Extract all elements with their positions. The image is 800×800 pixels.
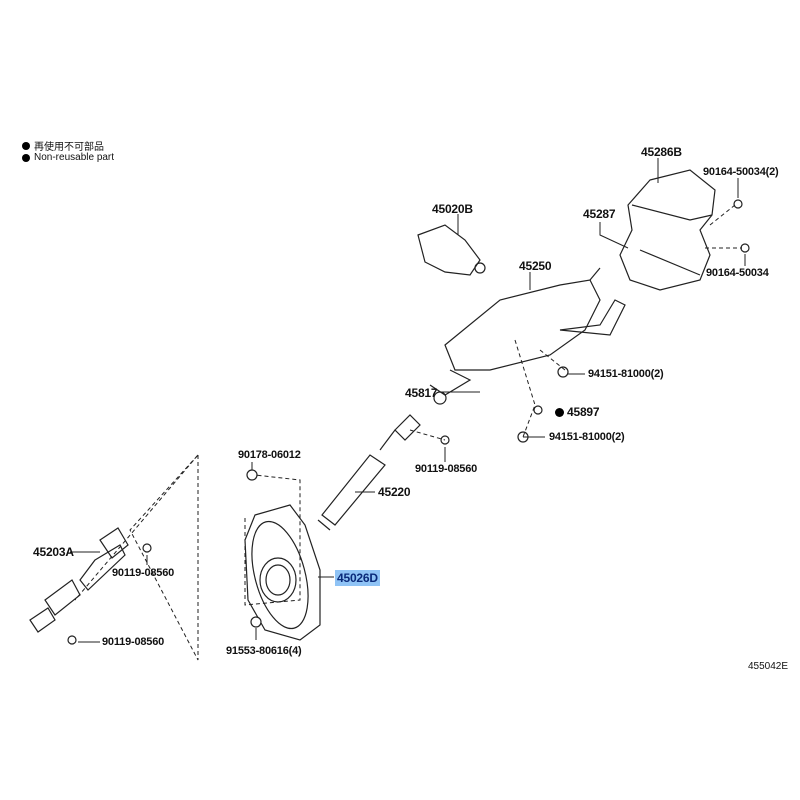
part-label-90119-08560-a[interactable]: 90119-08560 [415, 463, 478, 475]
part-label-90164-50034-2[interactable]: 90164-50034(2) [703, 166, 779, 178]
part-label-94151-81000-a[interactable]: 94151-81000(2) [588, 368, 664, 380]
leader-lines [70, 158, 746, 643]
part-label-94151-81000-b[interactable]: 94151-81000(2) [549, 431, 625, 443]
intermediate-shaft-illustration [317, 391, 447, 531]
part-label-45817[interactable]: 45817 [405, 386, 438, 400]
part-label-45026D-highlighted[interactable]: 45026D [335, 570, 380, 586]
legend-item-non-reusable-en: Non-reusable part [22, 152, 114, 163]
part-label-45220[interactable]: 45220 [378, 485, 411, 499]
legend-label: Non-reusable part [34, 152, 115, 163]
part-label-45203A[interactable]: 45203A [33, 545, 74, 559]
part-label-90164-50034[interactable]: 90164-50034 [706, 267, 769, 279]
legend-label: 再使用不可部品 [34, 142, 104, 153]
assembly-dashed-lines [74, 204, 742, 661]
part-label-90119-08560-c[interactable]: 90119-08560 [102, 636, 165, 648]
part-number: 45897 [567, 405, 600, 419]
non-reusable-dot-icon [555, 408, 564, 417]
part-label-45897[interactable]: 45897 [555, 405, 600, 419]
part-label-45286B[interactable]: 45286B [641, 145, 682, 159]
column-cover-illustration [619, 169, 716, 291]
steering-column-body-illustration [429, 267, 626, 396]
part-label-90119-08560-b[interactable]: 90119-08560 [112, 567, 175, 579]
legend-item-non-reusable-jp: 再使用不可部品 [22, 138, 104, 153]
switch-assembly-illustration [417, 224, 486, 276]
diagram-reference-number: 455042E [747, 661, 788, 672]
part-label-45287[interactable]: 45287 [583, 207, 616, 221]
lower-shaft-illustration [29, 527, 129, 633]
part-label-91553-80616[interactable]: 91553-80616(4) [226, 645, 302, 657]
fasteners-illustration [67, 199, 750, 645]
part-label-45020B[interactable]: 45020B [432, 202, 473, 216]
part-label-90178-06012[interactable]: 90178-06012 [238, 449, 301, 461]
part-label-45250[interactable]: 45250 [519, 259, 552, 273]
filled-circle-icon [22, 153, 30, 162]
filled-circle-icon [22, 141, 30, 150]
